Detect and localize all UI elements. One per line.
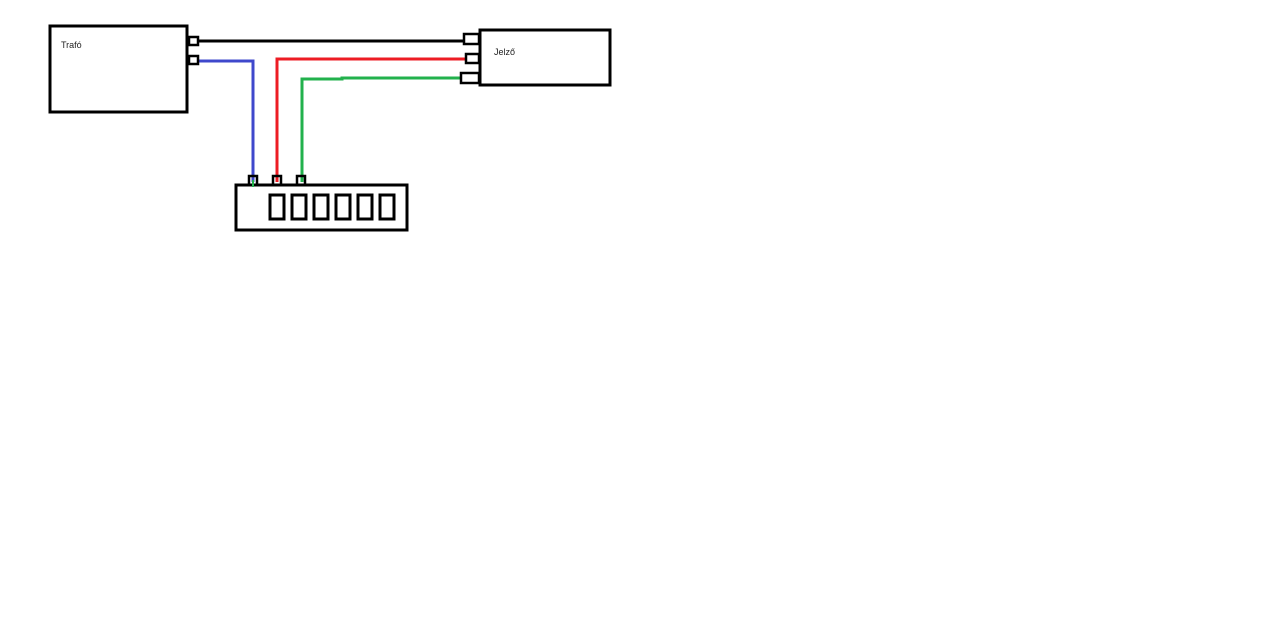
- signal-terminal-1: [462, 32, 481, 46]
- terminal-slot: [268, 193, 286, 221]
- signal-terminal-2: [464, 52, 481, 65]
- transformer-terminal-1: [187, 35, 200, 47]
- terminal-slots: [268, 193, 396, 221]
- terminal-slot: [290, 193, 308, 221]
- signal-terminal-3: [459, 71, 481, 85]
- terminal-block-pin-2: [271, 174, 283, 187]
- terminal-block-pin-3: [295, 174, 307, 187]
- wire-red: [275, 57, 466, 182]
- terminal-slot: [334, 193, 352, 221]
- wire-blue: [198, 59, 255, 182]
- terminal-slot: [312, 193, 330, 221]
- terminal-slot: [356, 193, 374, 221]
- signal-box: Jelző: [459, 28, 612, 87]
- transformer-terminal-2: [187, 54, 200, 66]
- signal-label: Jelző: [494, 47, 515, 57]
- transformer-box: Trafó: [48, 24, 200, 114]
- terminal-block: [234, 174, 409, 232]
- terminal-slot: [378, 193, 396, 221]
- transformer-label: Trafó: [61, 40, 82, 50]
- wire-green: [300, 76, 461, 182]
